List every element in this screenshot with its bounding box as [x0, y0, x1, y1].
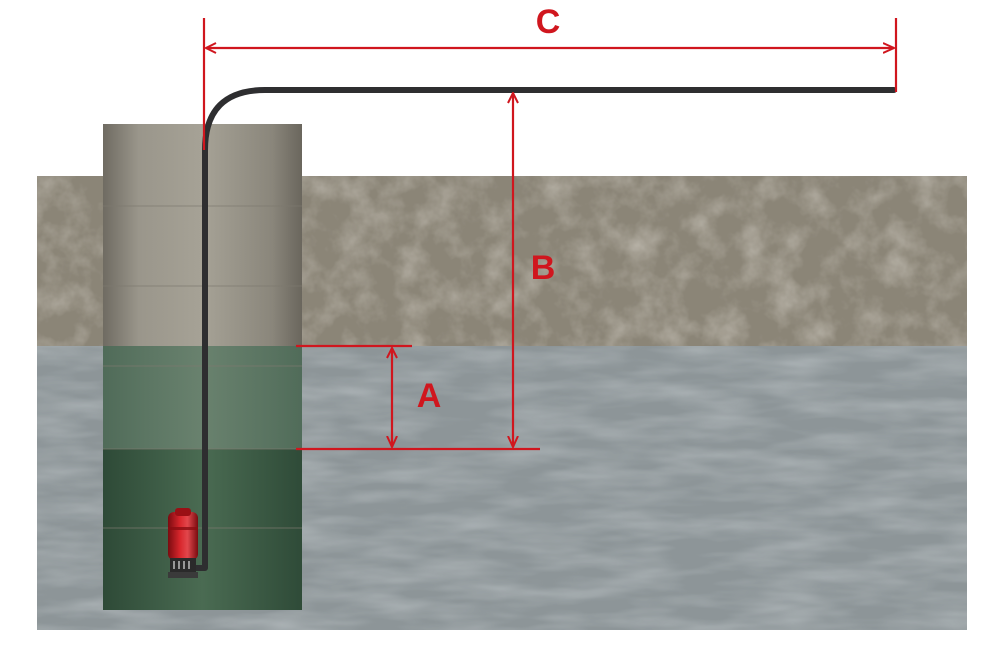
dimension-c-label: C [536, 3, 561, 41]
dimension-a [296, 344, 540, 451]
submersible-pump [168, 508, 198, 578]
dimension-c [202, 18, 898, 150]
dimension-b-label: B [531, 249, 556, 287]
dimension-a-label: A [417, 377, 442, 415]
